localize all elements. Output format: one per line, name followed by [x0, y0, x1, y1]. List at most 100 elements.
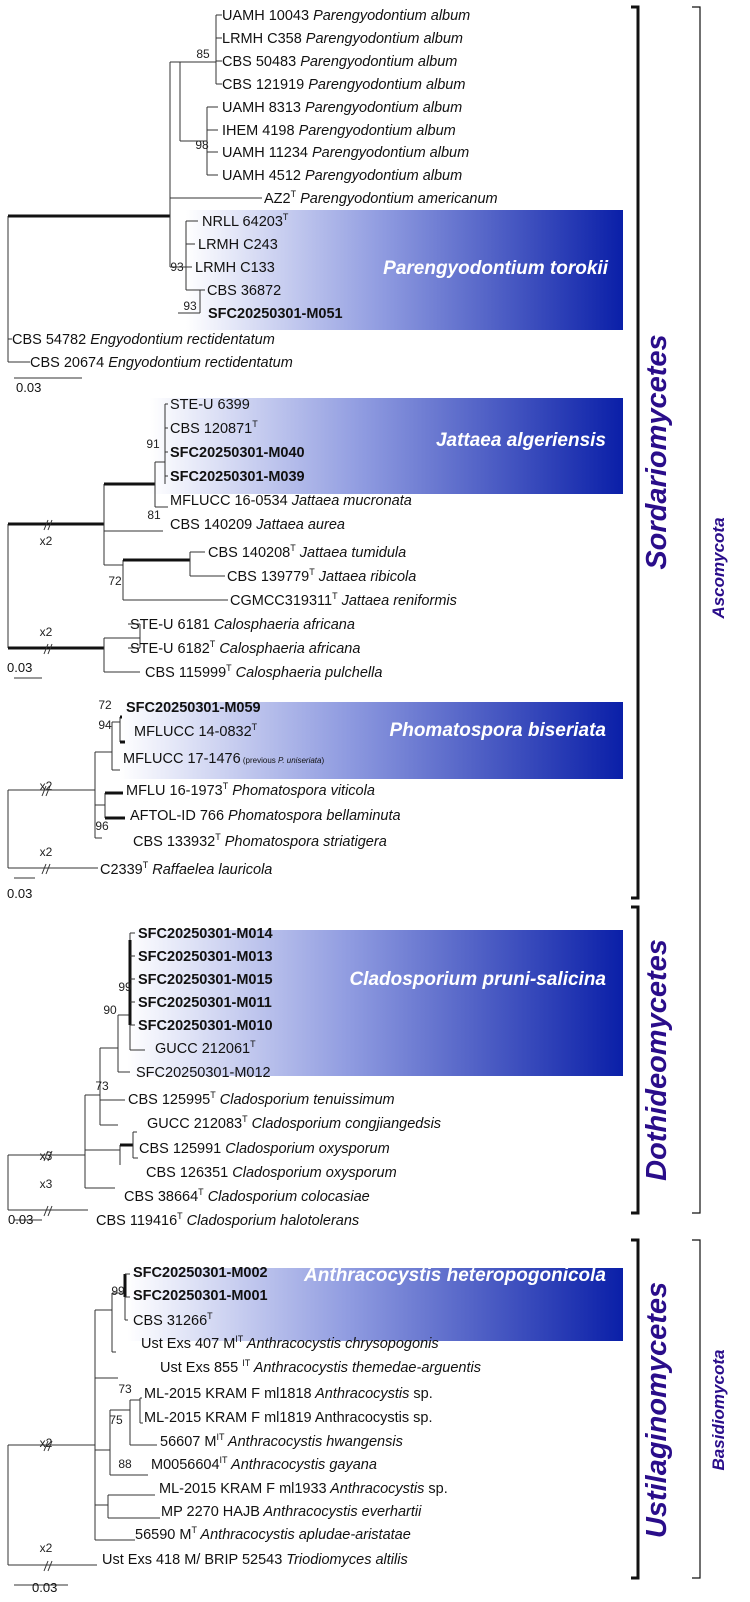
- tree-panel-1: [7, 14, 262, 379]
- taxon-strain: MFLUCC 14-0832: [134, 724, 252, 740]
- taxon-strain: LRMH C133: [195, 260, 275, 276]
- taxon-strain: AZ2: [264, 191, 291, 207]
- taxon-label: MFLUCC 14-0832T: [134, 722, 258, 740]
- taxon-strain: CBS 20674: [30, 355, 104, 371]
- type-marker: IT: [242, 1358, 251, 1368]
- type-marker: IT: [216, 1432, 225, 1442]
- type-marker: T: [210, 1090, 216, 1100]
- taxon-label: SFC20250301-M051: [208, 306, 343, 322]
- taxon-strain: CBS 121919: [222, 77, 304, 93]
- taxon-label: UAMH 10043 Parengyodontium album: [222, 8, 470, 24]
- taxon-species: Parengyodontium album: [302, 31, 463, 47]
- taxon-species: Triodiomyces altilis: [282, 1552, 407, 1568]
- type-marker: T: [223, 781, 229, 791]
- bootstrap-value: 93: [183, 299, 197, 313]
- taxon-species: Anthracocystis gayana: [228, 1457, 377, 1473]
- taxon-species: Parengyodontium album: [301, 168, 462, 184]
- taxon-label: CBS 54782 Engyodontium rectidentatum: [12, 332, 275, 348]
- scale-bar-label: 0.03: [32, 1580, 57, 1595]
- taxon-species: Engyodontium rectidentatum: [86, 332, 275, 348]
- taxon-label: LRMH C133: [195, 260, 275, 276]
- scale-bar-label: 0.03: [16, 380, 41, 395]
- taxon-strain: UAMH 8313: [222, 100, 301, 116]
- taxon-strain: CBS 38664: [124, 1189, 198, 1205]
- branch-break-marks: [41, 519, 53, 1572]
- taxon-species: Anthracocystis chrysopogonis: [243, 1336, 438, 1352]
- taxon-label: SFC20250301-M059: [126, 700, 261, 716]
- taxon-label: SFC20250301-M001: [133, 1288, 268, 1304]
- taxon-label: CBS 140209 Jattaea aurea: [170, 517, 345, 533]
- taxon-strain: UAMH 11234: [222, 145, 308, 161]
- taxon-strain: MFLU 16-1973: [126, 783, 223, 799]
- taxon-strain: ML-2015 KRAM F ml1933: [159, 1481, 327, 1497]
- phylum-label-ascomycota: Ascomycota: [709, 517, 728, 619]
- taxon-species: Phomatospora viticola: [228, 783, 375, 799]
- clade-box-phomatospora: [120, 702, 623, 779]
- taxon-label: LRMH C358 Parengyodontium album: [222, 31, 463, 47]
- tree-panel-2: [7, 403, 228, 679]
- taxon-label: MP 2270 HAJB Anthracocystis everhartii: [161, 1504, 422, 1520]
- taxon-note: (previous: [241, 756, 278, 765]
- bootstrap-value: 99: [118, 980, 132, 994]
- taxon-label: SFC20250301-M002: [133, 1265, 268, 1281]
- bootstrap-value: 91: [146, 437, 160, 451]
- double-slash-icon: [43, 1150, 53, 1162]
- taxon-species: Cladosporium oxysporum: [228, 1165, 396, 1181]
- tree-panel-5: [7, 1273, 160, 1586]
- taxon-strain: CGMCC319311: [230, 593, 332, 609]
- type-marker: T: [242, 1114, 248, 1124]
- taxon-species: Engyodontium rectidentatum: [104, 355, 293, 371]
- taxon-strain: MFLUCC 16-0534: [170, 493, 288, 509]
- taxon-strain: STE-U 6181: [130, 617, 210, 633]
- type-marker: T: [210, 639, 216, 649]
- bootstrap-value: 98: [195, 138, 209, 152]
- taxon-label: CBS 115999T Calosphaeria pulchella: [145, 663, 382, 681]
- taxon-species: Phomatospora bellaminuta: [224, 808, 401, 824]
- taxon-species: Anthracocystis hwangensis: [224, 1434, 402, 1450]
- taxon-species: Calosphaeria africana: [210, 617, 355, 633]
- type-marker: T: [252, 419, 258, 429]
- double-slash-icon: [41, 785, 51, 797]
- bootstrap-value: 93: [170, 260, 184, 274]
- taxon-species: Cladosporium tenuissimum: [216, 1092, 395, 1108]
- type-marker: IT: [235, 1334, 244, 1344]
- clade-label-phomatospora: Phomatospora biseriata: [390, 720, 607, 741]
- bootstrap-value: 81: [147, 508, 161, 522]
- taxon-label: C2339T Raffaelea lauricola: [100, 860, 272, 878]
- taxon-species: Cladosporium oxysporum: [221, 1141, 389, 1157]
- taxon-species: Parengyodontium americanum: [296, 191, 498, 207]
- taxon-label: STE-U 6181 Calosphaeria africana: [130, 617, 355, 633]
- taxon-species: Anthracocystis everhartii: [260, 1504, 422, 1520]
- taxon-strain: SFC20250301-M039: [170, 469, 305, 485]
- taxon-label: SFC20250301-M010: [138, 1018, 273, 1034]
- taxon-label: STE-U 6182T Calosphaeria africana: [130, 639, 360, 657]
- taxon-label: Ust Exs 407 MIT Anthracocystis chrysopog…: [141, 1334, 439, 1352]
- taxon-species: Parengyodontium album: [301, 100, 462, 116]
- taxon-label: CBS 121919 Parengyodontium album: [222, 77, 465, 93]
- clade-box-cladosporium: [127, 930, 623, 1076]
- taxon-label: SFC20250301-M039: [170, 469, 305, 485]
- taxon-strain: SFC20250301-M012: [136, 1065, 271, 1081]
- clade-label-cladosporium: Cladosporium pruni-salicina: [349, 969, 606, 990]
- taxon-label: MFLUCC 16-0534 Jattaea mucronata: [170, 493, 412, 509]
- double-slash-icon: [41, 863, 51, 875]
- taxon-label: STE-U 6399: [170, 397, 250, 413]
- taxon-strain: CBS 31266: [133, 1313, 207, 1329]
- taxon-label: CBS 38664T Cladosporium colocasiae: [124, 1187, 370, 1205]
- taxon-label: M0056604IT Anthracocystis gayana: [151, 1455, 377, 1473]
- taxon-strain: CBS 126351: [146, 1165, 228, 1181]
- bootstrap-value: 88: [118, 1457, 132, 1471]
- taxon-strain: SFC20250301-M011: [138, 995, 272, 1011]
- taxon-label: CBS 133932T Phomatospora striatigera: [133, 832, 387, 850]
- taxon-species: Jattaea reniformis: [338, 593, 457, 609]
- type-marker: T: [250, 1039, 256, 1049]
- taxon-label: SFC20250301-M015: [138, 972, 273, 988]
- taxon-species: Anthracocystis apludae-aristatae: [197, 1527, 411, 1543]
- taxon-label: MFLUCC 17-1476 (previous P. uniseriata): [123, 751, 324, 767]
- taxon-species: Parengyodontium album: [308, 145, 469, 161]
- taxon-label: SFC20250301-M011: [138, 995, 272, 1011]
- taxon-label: CBS 125991 Cladosporium oxysporum: [139, 1141, 390, 1157]
- taxon-label: AZ2T Parengyodontium americanum: [264, 189, 498, 207]
- taxon-strain: CBS 125995: [128, 1092, 210, 1108]
